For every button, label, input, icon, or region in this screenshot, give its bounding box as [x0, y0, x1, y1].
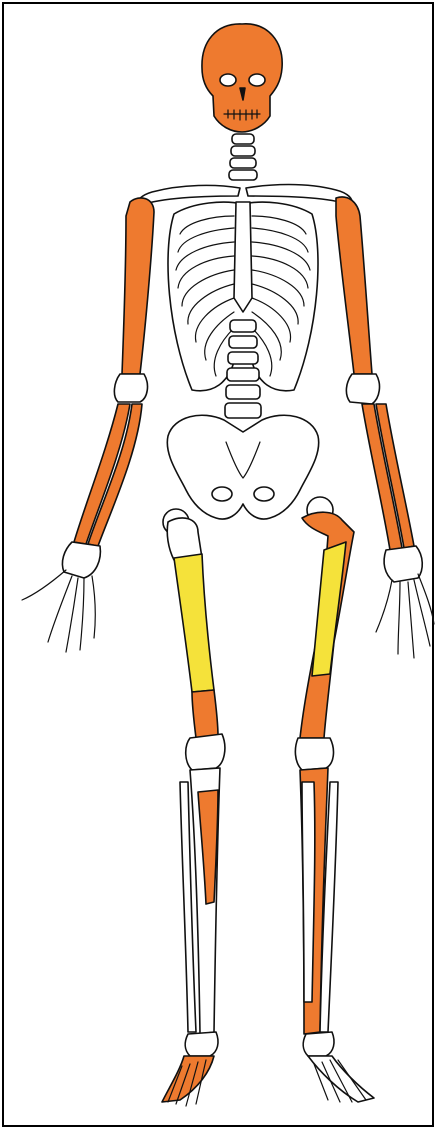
cervical-spine: [229, 134, 257, 180]
left-elbow: [114, 374, 147, 402]
left-humerus: [122, 198, 154, 374]
left-orbit: [220, 74, 236, 86]
pelvic-girdle: [167, 415, 318, 519]
left-foot-orange: [162, 1056, 214, 1102]
right-elbow: [346, 374, 379, 404]
sternum: [234, 202, 252, 312]
left-femur-shaft-yellow: [174, 554, 214, 692]
skeleton-diagram: [4, 4, 436, 1129]
pelvis: [167, 415, 318, 519]
left-femur: [163, 509, 225, 770]
right-orbit: [249, 74, 265, 86]
right-obturator: [254, 487, 274, 501]
right-knee: [295, 738, 333, 770]
left-knee: [186, 734, 225, 770]
cranium: [202, 24, 282, 132]
right-humerus: [336, 197, 372, 374]
right-tibia-medial: [302, 782, 315, 1002]
left-hand: [22, 542, 100, 652]
left-femur-distal-orange: [192, 690, 218, 738]
right-femur: [295, 497, 354, 770]
left-obturator: [212, 487, 232, 501]
right-foot: [303, 1032, 374, 1102]
left-foot: [162, 1032, 218, 1106]
right-hand: [376, 546, 434, 658]
skull: [202, 24, 282, 132]
